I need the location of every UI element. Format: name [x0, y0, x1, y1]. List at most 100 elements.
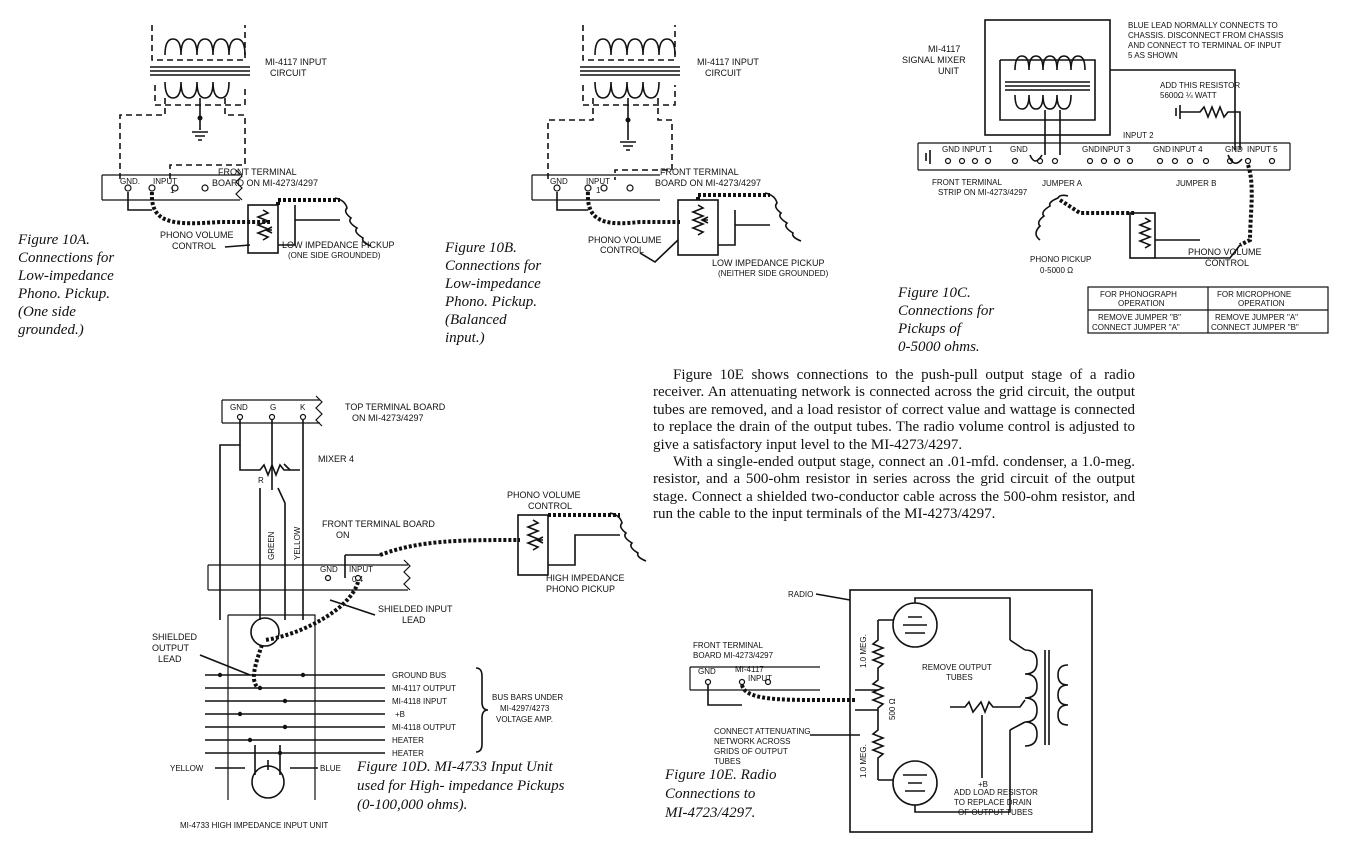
connect-label-1: CONNECT ATTENUATING	[714, 727, 810, 736]
volume-label-2: CONTROL	[600, 245, 644, 255]
caption-10c-4: 0-5000 ohms.	[898, 339, 980, 355]
unit-label-2: SIGNAL MIXER	[902, 55, 966, 65]
r-label: R	[258, 476, 264, 485]
input2-label: INPUT 2	[1123, 131, 1154, 140]
resistor-label-1: ADD THIS RESISTOR	[1160, 81, 1240, 90]
table-cell-2b: CONNECT JUMPER "B"	[1211, 323, 1299, 332]
transformer-label-2: CIRCUIT	[270, 68, 307, 78]
load-label-1: ADD LOAD RESISTOR	[954, 788, 1038, 797]
top-term-gnd: GND	[230, 403, 248, 412]
pickup-label-1: LOW IMPEDANCE PICKUP	[712, 258, 825, 268]
volume-label-1: PHONO VOLUME	[1188, 247, 1262, 257]
radio-chassis	[849, 589, 1093, 833]
jumper-b-label: JUMPER B	[1176, 179, 1216, 188]
bus-label-heater-2: HEATER	[392, 749, 424, 758]
blue-lead-1: BLUE LEAD NORMALLY CONNECTS TO	[1128, 21, 1278, 30]
figure-10d: GND G K TOP TERMINAL BOARD ON MI-4273/42…	[152, 395, 647, 830]
bus-label-mi4118-output: MI-4118 OUTPUT	[392, 723, 456, 732]
caption-10a-5: (One side	[18, 304, 76, 320]
board-label-2: BOARD ON MI-4273/4297	[212, 178, 318, 188]
front-mi-label: MI-4117	[735, 665, 764, 674]
board-label-1: FRONT TERMINAL	[660, 167, 739, 177]
strip-gnd-3: GND	[1082, 145, 1100, 154]
caption-10b-1: Figure 10B.	[444, 240, 517, 256]
caption-10c-2: Connections for	[898, 303, 994, 319]
strip-gnd-1: GND	[942, 145, 960, 154]
load-label-3: OF OUTPUT TUBES	[958, 808, 1033, 817]
yellow-wire-label: YELLOW	[293, 526, 302, 560]
caption-10b-6: input.)	[445, 330, 485, 346]
resistor-1meg-top: 1.0 MEG.	[859, 634, 868, 668]
strip-input-1: INPUT 1	[962, 145, 993, 154]
board-label-2: BOARD ON MI-4273/4297	[655, 178, 761, 188]
remove-tubes-1: REMOVE OUTPUT	[922, 663, 992, 672]
resistor-label-2: 5600Ω ¼ WATT	[1160, 91, 1217, 100]
strip-input-5: INPUT 5	[1247, 145, 1278, 154]
caption-10e-3: MI-4723/4297.	[664, 805, 755, 821]
caption-10d-3: (0-100,000 ohms).	[357, 797, 467, 813]
shielded-output-label-3: LEAD	[158, 654, 182, 664]
connect-label-3: GRIDS OF OUTPUT	[714, 747, 788, 756]
top-term-g: G	[270, 403, 276, 412]
bus-label-mi4117-output: MI-4117 OUTPUT	[392, 684, 456, 693]
front-board-label-2: BOARD MI-4273/4297	[693, 651, 774, 660]
caption-10a-4: Phono. Pickup.	[17, 286, 110, 302]
remove-tubes-2: TUBES	[946, 673, 973, 682]
front-board-label-2: ON	[336, 530, 350, 540]
primary-coil	[164, 38, 246, 56]
front-gnd-label: GND	[698, 667, 716, 676]
pickup-label-2: (ONE SIDE GROUNDED)	[288, 251, 381, 260]
board-label-1: FRONT TERMINAL	[218, 167, 297, 177]
unit-label-1: MI-4117	[928, 44, 960, 54]
description-paragraph-2: With a single-ended output stage, connec…	[653, 454, 1135, 523]
strip-label-2: STRIP ON MI-4273/4297	[938, 188, 1028, 197]
gnd-label: GND.	[120, 177, 140, 186]
volume-label-1: PHONO VOLUME	[507, 490, 581, 500]
jumper-a-label: JUMPER A	[1042, 179, 1083, 188]
caption-10b-3: Low-impedance	[444, 276, 541, 292]
caption-10d-2: used for High- impedance Pickups	[357, 778, 565, 794]
transformer-label: MI-4117 INPUT	[265, 57, 327, 67]
strip-gnd-4: GND	[1153, 145, 1171, 154]
table-header-2b: OPERATION	[1238, 299, 1285, 308]
mixer-unit-box	[984, 19, 1111, 136]
figure-10b: GND INPUT 1 MI-4117 INPUT CIRCUIT FRONT …	[444, 25, 829, 346]
resistor-1meg-bottom: 1.0 MEG.	[859, 744, 868, 778]
volume-label-1: PHONO VOLUME	[160, 230, 234, 240]
caption-10a-3: Low-impedance	[17, 268, 114, 284]
figure-10c: MI-4117 SIGNAL MIXER UNIT BLUE LEAD NORM…	[897, 19, 1329, 355]
caption-10d-1: Figure 10D. MI-4733 Input Unit	[356, 759, 553, 775]
caption-10e-2: Connections to	[665, 786, 756, 802]
top-board-label-2: ON MI-4273/4297	[352, 413, 424, 423]
caption-10c-3: Pickups of	[897, 321, 963, 337]
caption-10b-4: Phono. Pickup.	[444, 294, 537, 310]
bus-label-heater-1: HEATER	[392, 736, 424, 745]
blue-bottom-label: BLUE	[320, 764, 341, 773]
caption-10b-2: Connections for	[445, 258, 541, 274]
volume-label-2: CONTROL	[528, 501, 572, 511]
volume-label-2: CONTROL	[1205, 258, 1249, 268]
connect-label-4: TUBES	[714, 757, 741, 766]
bus-label-ground: GROUND BUS	[392, 671, 446, 680]
front-input-label: INPUT	[748, 674, 772, 683]
top-board-label-1: TOP TERMINAL BOARD	[345, 402, 446, 412]
pickup-label-1: LOW IMPEDANCE PICKUP	[282, 240, 395, 250]
blue-lead-2: CHASSIS. DISCONNECT FROM CHASSIS	[1128, 31, 1283, 40]
unit-label: MI-4733 HIGH IMPEDANCE INPUT UNIT	[180, 821, 328, 830]
front-gnd-label: GND	[320, 565, 338, 574]
gnd-label: GND	[550, 177, 568, 186]
input-number: 1	[170, 186, 175, 195]
shielded-output-label-2: OUTPUT	[152, 643, 190, 653]
connect-label-2: NETWORK ACROSS	[714, 737, 790, 746]
table-cell-1a: REMOVE JUMPER "B"	[1098, 313, 1181, 322]
caption-10e-1: Figure 10E. Radio	[664, 767, 777, 783]
front-board-label-1: FRONT TERMINAL	[693, 641, 763, 650]
shielded-input-label-1: SHIELDED INPUT	[378, 604, 453, 614]
pickup-label-2: (NEITHER SIDE GROUNDED)	[718, 269, 829, 278]
bus-note-2: MI-4297/4273	[500, 704, 550, 713]
figure-10e-description: Figure 10E shows connections to the push…	[653, 367, 1135, 524]
unit-label-3: UNIT	[938, 66, 959, 76]
volume-label-2: CONTROL	[172, 241, 216, 251]
front-input-label: INPUT	[349, 565, 373, 574]
